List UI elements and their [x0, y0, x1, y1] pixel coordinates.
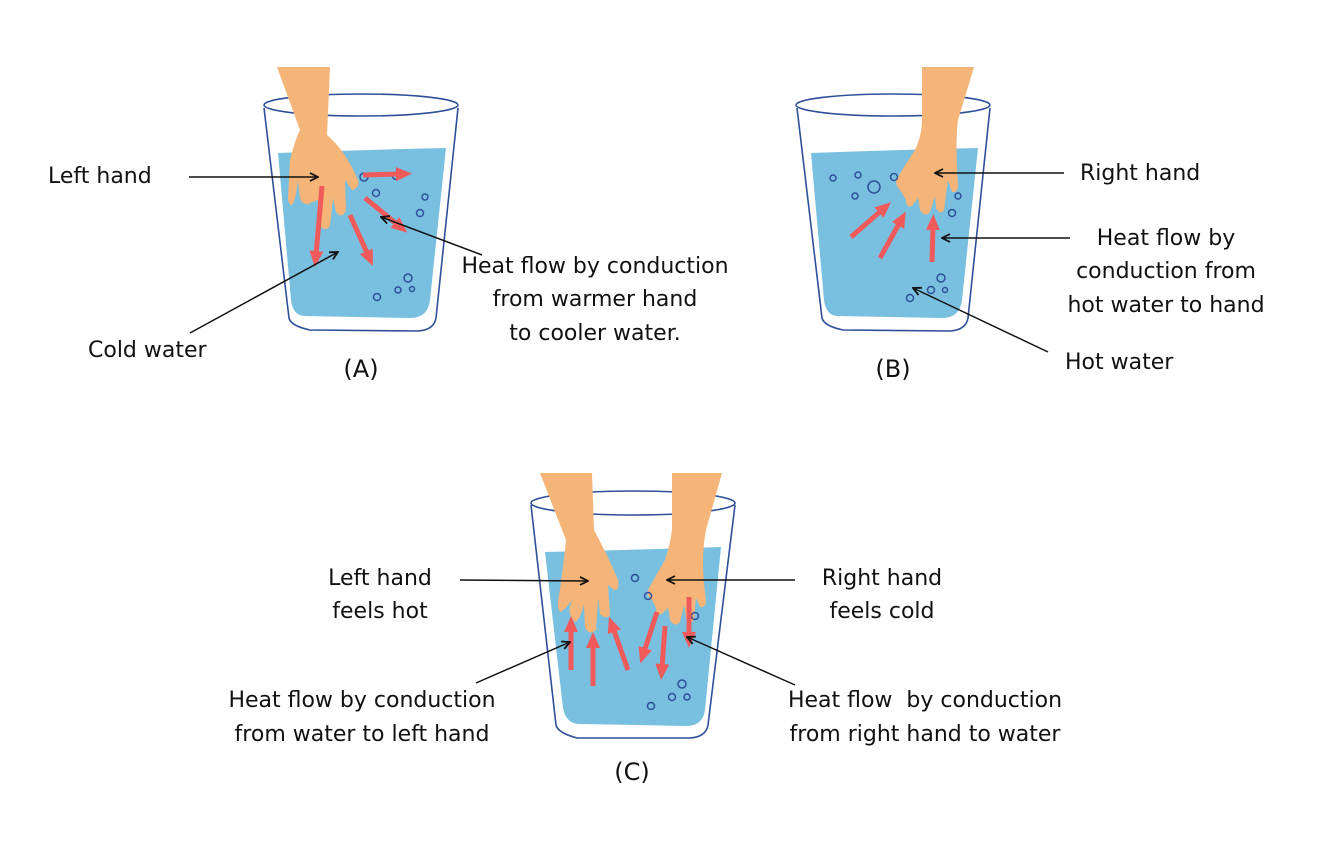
right-hand-b: [896, 67, 974, 215]
label-right-heat-c-1: Heat flow by conduction: [788, 688, 1062, 713]
heat-arrows-a: [309, 167, 412, 267]
caption-b: (B): [875, 355, 910, 383]
label-left-hand-c-1: Left hand: [328, 566, 432, 591]
glass-b: [795, 93, 991, 332]
pointers-a: [189, 177, 483, 334]
heat-arrows-b: [849, 202, 940, 263]
label-right-heat-c-2: from right hand to water: [790, 722, 1062, 747]
label-heat-flow-a-3: to cooler water.: [509, 321, 680, 346]
glass-body-c: [530, 504, 736, 739]
right-hand-c: [647, 473, 722, 625]
label-right-hand-c-1: Right hand: [822, 566, 942, 591]
heat-arrow: [849, 202, 892, 239]
pointer-right-heat-c: [687, 637, 796, 686]
label-left-hand-c-2: feels hot: [332, 599, 428, 624]
label-heat-flow-b-2: conduction from: [1076, 259, 1256, 284]
left-hand-a: [277, 67, 359, 229]
heat-arrow: [309, 185, 325, 267]
left-hand-c: [540, 473, 619, 633]
heat-arrows-c: [564, 597, 696, 686]
label-right-hand: Right hand: [1080, 161, 1200, 186]
glass-rim-c: [530, 490, 736, 516]
label-right-hand-c-2: feels cold: [829, 599, 934, 624]
heat-arrow: [362, 167, 412, 182]
label-left-heat-c-2: from water to left hand: [235, 722, 490, 747]
pointer-left-heat-c: [475, 642, 570, 684]
label-heat-flow-a-2: from warmer hand: [493, 287, 698, 312]
pointer-left-hand-c: [459, 580, 588, 581]
glass-body-b: [796, 107, 991, 332]
heat-arrow: [638, 611, 660, 664]
panel-c: Left hand feels hot Right hand feels col…: [228, 473, 1062, 786]
label-heat-flow-b-1: Heat flow by: [1097, 226, 1235, 251]
pointers-c: [459, 580, 796, 686]
bubbles-b: [829, 171, 962, 303]
heat-arrow: [925, 214, 940, 263]
label-hot-water: Hot water: [1065, 350, 1174, 375]
heat-arrow: [877, 211, 906, 260]
heat-arrow: [607, 616, 631, 671]
glass-a: [263, 93, 459, 332]
pointer-hot-water: [913, 288, 1049, 353]
heat-arrow: [363, 196, 408, 233]
panel-a: Left hand Cold water Heat flow by conduc…: [48, 67, 729, 383]
label-heat-flow-b-3: hot water to hand: [1067, 293, 1264, 318]
panel-b: Right hand Heat flow by conduction from …: [795, 67, 1265, 383]
glass-rim-a: [263, 93, 459, 117]
heat-arrow: [347, 213, 373, 266]
label-left-hand: Left hand: [48, 164, 152, 189]
glass-rim-b: [795, 93, 991, 117]
caption-a: (A): [343, 355, 378, 383]
pointers-b: [913, 173, 1070, 353]
heat-arrow: [655, 625, 670, 680]
label-heat-flow-a-1: Heat flow by conduction: [461, 254, 728, 279]
caption-c: (C): [614, 758, 649, 786]
label-left-heat-c-1: Heat flow by conduction: [228, 688, 495, 713]
pointer-cold-water: [189, 252, 338, 334]
label-cold-water: Cold water: [88, 338, 208, 363]
pointer-heat-flow-a: [381, 217, 483, 256]
glass-body-a: [263, 107, 459, 332]
